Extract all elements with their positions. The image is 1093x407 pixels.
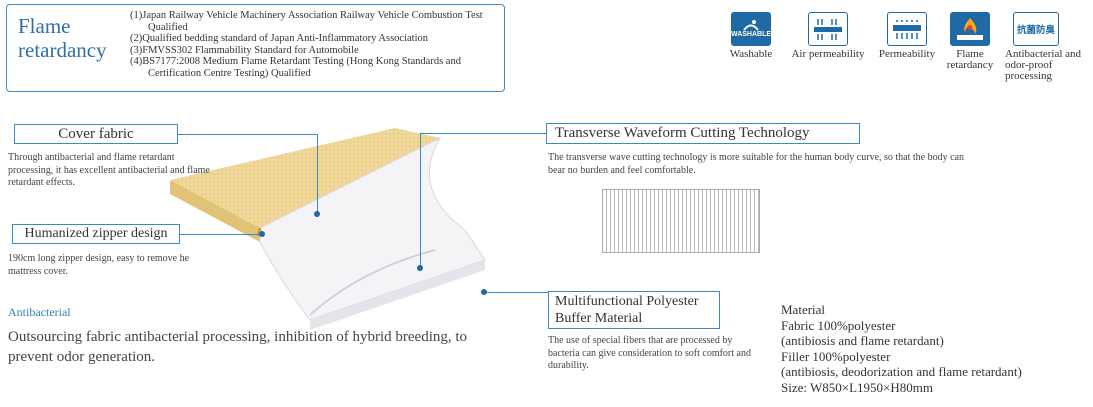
feature-washable: WASHABLE Washable [725, 12, 777, 60]
buffer-title: Multifunctional Polyester Buffer Materia… [548, 291, 720, 329]
flame-standard-item: (3)FMVSS302 Flammability Standard for Au… [130, 44, 359, 56]
mattress-illustration [170, 128, 486, 330]
material-line: Size: W850×L1950×H80mm [781, 379, 933, 395]
buffer-title-line2: Buffer Material [555, 311, 643, 326]
mattress-cover-side [170, 180, 260, 242]
flame-standards-list: (1)Japan Railway Vehicle Machinery Assoc… [130, 10, 502, 80]
cover-fabric-title-text: Cover fabric [58, 126, 134, 142]
mattress-cover-top [170, 128, 440, 228]
feature-air-permeability: Air permeability [783, 12, 873, 60]
zipper-title-text: Humanized zipper design [24, 226, 168, 241]
cover-fabric-desc: Through antibacterial and flame retardan… [8, 152, 210, 188]
feature-label: Permeability [878, 48, 936, 60]
wave-leader-v [420, 133, 422, 268]
buffer-marker [481, 289, 487, 295]
cover-fabric-marker [314, 211, 320, 217]
mattress-foam-edge [310, 260, 485, 330]
air-permeability-icon [808, 12, 848, 46]
cover-fabric-leader-v [317, 134, 319, 214]
flame-retardancy-icon [950, 12, 990, 46]
buffer-leader [486, 292, 548, 294]
feature-antibacterial: 抗菌防臭 Antibacterial and odor-proof proces… [1005, 12, 1093, 82]
flame-standard-item: (1)Japan Railway Vehicle Machinery Assoc… [130, 10, 483, 33]
feature-label: Washable [729, 48, 773, 60]
cover-fabric-leader-h [178, 134, 318, 136]
buffer-title-line1: Multifunctional Polyester [555, 294, 699, 309]
flame-standard-item: (2)Qualified bedding standard of Japan A… [130, 33, 429, 45]
washable-icon: WASHABLE [731, 12, 771, 46]
zipper-leader [180, 234, 262, 236]
buffer-desc: The use of special fibers that are proce… [548, 335, 751, 371]
feature-label: Air permeability [791, 48, 865, 60]
mattress-foam-layer [309, 249, 436, 316]
zipper-marker [259, 231, 265, 237]
feature-label: Flame retardancy [943, 49, 997, 71]
material-line: Filler 100%polyester [781, 348, 891, 364]
material-line: (antibiosis and flame retardant) [781, 333, 944, 348]
flame-retardancy-title: Flame retardancy [18, 14, 107, 62]
mattress-foam [259, 136, 486, 321]
antibacterial-title: Antibacterial [8, 305, 71, 319]
feature-label-text: Flame retardancy [946, 48, 994, 71]
zipper-desc: 190cm long zipper design, easy to remove… [8, 253, 190, 277]
wave-title: Transverse Waveform Cutting Technology [546, 123, 860, 144]
flame-standard-item: (4)BS7177:2008 Medium Flame Retardant Te… [130, 56, 461, 79]
wave-title-text: Transverse Waveform Cutting Technology [555, 125, 810, 141]
wave-desc: The transverse wave cutting technology i… [548, 152, 964, 176]
material-line: Material [781, 302, 826, 317]
material-spec: Material Fabric 100%polyester (antibiosi… [781, 302, 1086, 395]
flame-retardancy-box [6, 4, 505, 92]
material-line: Fabric 100%polyester [781, 317, 896, 333]
feature-permeability: Permeability [871, 12, 943, 60]
zipper-title: Humanized zipper design [12, 224, 180, 244]
feature-flame-retardancy: Flame retardancy [943, 12, 997, 71]
wave-leader-h [420, 133, 546, 135]
wave-marker [417, 265, 423, 271]
material-line: (antibiosis, deodorization and flame ret… [781, 364, 1022, 379]
washable-badge: WASHABLE [730, 31, 772, 38]
wave-cut-sample [602, 189, 760, 253]
permeability-icon [887, 12, 927, 46]
antibacterial-icon: 抗菌防臭 [1013, 12, 1059, 46]
cover-fabric-title: Cover fabric [14, 124, 178, 144]
feature-label: Antibacterial and odor-proof processing [1005, 48, 1082, 82]
antibacterial-desc: Outsourcing fabric antibacterial process… [8, 329, 468, 365]
antibacterial-badge: 抗菌防臭 [1016, 25, 1055, 36]
feature-icons: WASHABLE Washable Air permeability Perme… [725, 12, 1093, 102]
